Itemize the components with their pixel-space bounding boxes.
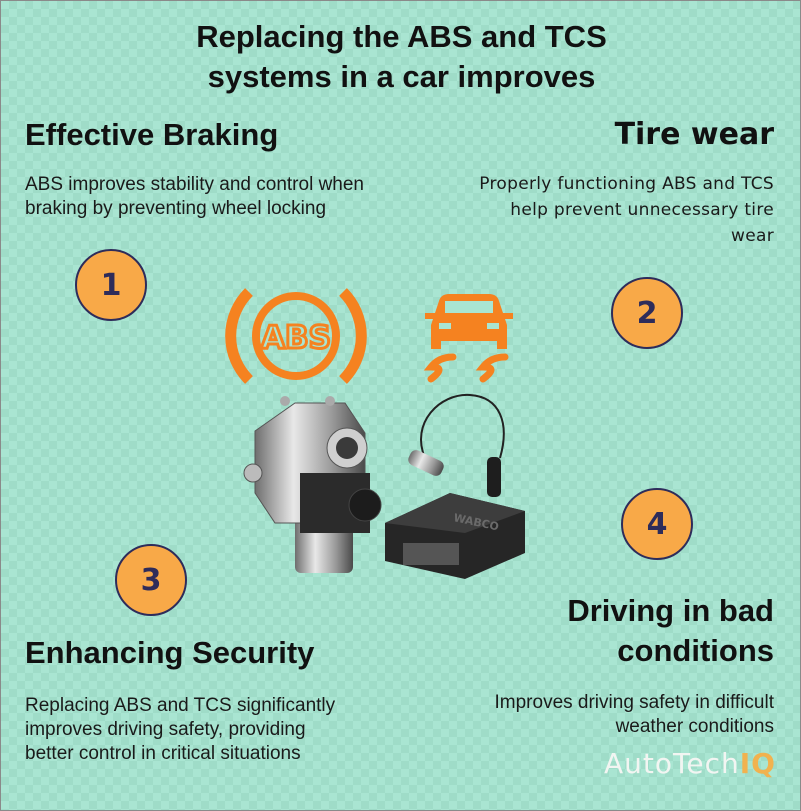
number-badge-2: 2 xyxy=(611,277,683,349)
body-line: Replacing ABS and TCS significantly xyxy=(25,695,336,716)
logo-text: AutoTech xyxy=(604,747,740,780)
traction-control-icon xyxy=(423,294,513,383)
heading-line: conditions xyxy=(617,633,774,668)
body-line: Improves driving safety in difficult xyxy=(494,692,775,713)
heading-enhancing-security: Enhancing Security xyxy=(25,635,315,670)
number-badge-3: 3 xyxy=(115,544,187,616)
body-enhancing-security: Replacing ABS and TCS significantly impr… xyxy=(25,694,335,766)
abs-warning-icon: ABS xyxy=(225,288,367,384)
heading-effective-braking: Effective Braking xyxy=(25,117,279,152)
body-line: improves driving safety, providing xyxy=(25,719,306,740)
page-title: Replacing the ABS and TCS systems in a c… xyxy=(1,17,801,97)
abs-components-image: WABCO xyxy=(243,393,525,579)
number-badge-1: 1 xyxy=(75,249,147,321)
body-line: braking by preventing wheel locking xyxy=(25,198,327,219)
body-line: better control in critical situations xyxy=(25,743,301,764)
body-line: ABS improves stability and control when xyxy=(25,174,364,195)
body-line: wear xyxy=(731,226,774,246)
autotechiq-logo: AutoTechIQ xyxy=(604,747,776,780)
body-line: weather conditions xyxy=(615,716,774,737)
number-badge-4: 4 xyxy=(621,488,693,560)
body-line: Properly functioning ABS and TCS xyxy=(479,174,774,194)
title-line-1: Replacing the ABS and TCS xyxy=(196,19,607,54)
title-line-2: systems in a car improves xyxy=(207,59,596,94)
svg-text:ABS: ABS xyxy=(261,320,331,356)
heading-tire-wear: Tire wear xyxy=(614,117,774,152)
body-effective-braking: ABS improves stability and control when … xyxy=(25,173,364,221)
body-line: help prevent unnecessary tire xyxy=(510,200,774,220)
logo-accent: IQ xyxy=(739,747,776,780)
heading-line: Driving in bad xyxy=(567,593,774,628)
body-tire-wear: Properly functioning ABS and TCS help pr… xyxy=(479,171,774,249)
heading-driving-bad-conditions: Driving in bad conditions xyxy=(567,591,774,671)
body-driving-bad-conditions: Improves driving safety in difficult wea… xyxy=(495,691,775,739)
